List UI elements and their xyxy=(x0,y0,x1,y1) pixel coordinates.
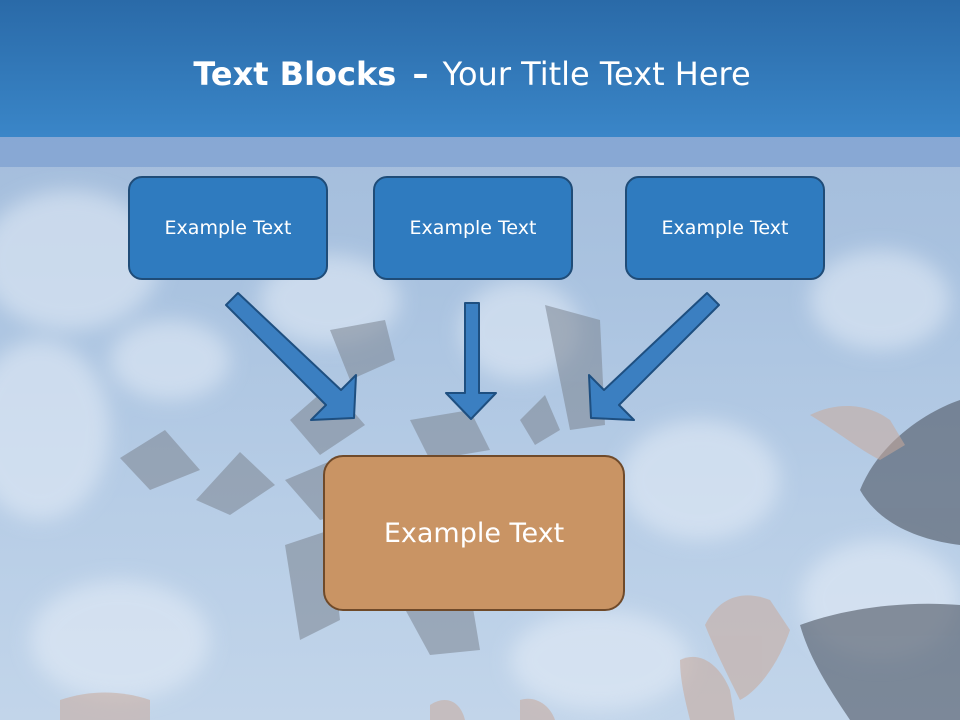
text-block-2[interactable]: Example Text xyxy=(373,176,573,280)
title-strip xyxy=(0,137,960,167)
title-bold-text: Text Blocks xyxy=(193,55,397,93)
title-rest-text: Your Title Text Here xyxy=(442,55,751,93)
text-block-1[interactable]: Example Text xyxy=(128,176,328,280)
text-block-3[interactable]: Example Text xyxy=(625,176,825,280)
title-bar xyxy=(0,0,960,137)
text-block-bottom[interactable]: Example Text xyxy=(323,455,625,611)
slide-title: Text Blocks – Your Title Text Here xyxy=(0,52,944,96)
title-separator: – xyxy=(412,55,429,93)
